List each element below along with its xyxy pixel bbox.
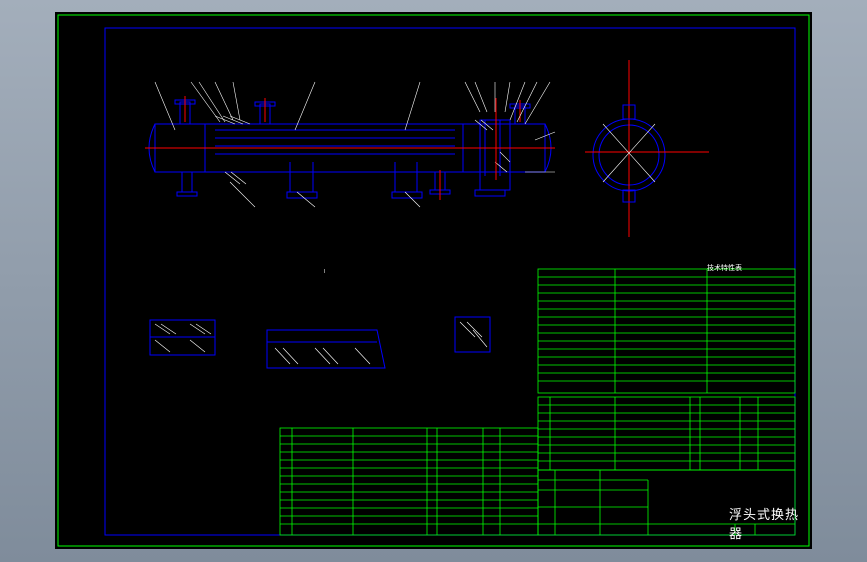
centerlines bbox=[145, 96, 555, 200]
technical-table bbox=[537, 268, 796, 394]
exchanger-elevation bbox=[148, 99, 552, 199]
detail-section-1-hatch bbox=[154, 323, 212, 353]
exchanger-hatching bbox=[214, 115, 511, 185]
end-view bbox=[585, 60, 709, 237]
inner-frame bbox=[104, 27, 796, 536]
detail-section-2 bbox=[266, 329, 386, 369]
title-block bbox=[537, 469, 796, 536]
detail-section-3 bbox=[454, 316, 491, 353]
outer-frame bbox=[57, 14, 810, 547]
technical-table-title: 技术特性表 bbox=[707, 264, 742, 272]
detail-section-2-hatch bbox=[274, 347, 371, 365]
drawing-svg bbox=[57, 14, 810, 547]
detail-section-3-hatch bbox=[459, 321, 488, 348]
section-label-1: I bbox=[324, 269, 326, 275]
detail-section-1 bbox=[149, 319, 216, 356]
drawing-canvas[interactable]: 技术特性表 I 浮头式换热器 bbox=[55, 12, 812, 549]
leader-lines bbox=[154, 81, 556, 208]
parts-list-left bbox=[279, 427, 539, 536]
drawing-title: 浮头式换热器 bbox=[729, 508, 800, 542]
parts-list-right bbox=[537, 396, 796, 471]
